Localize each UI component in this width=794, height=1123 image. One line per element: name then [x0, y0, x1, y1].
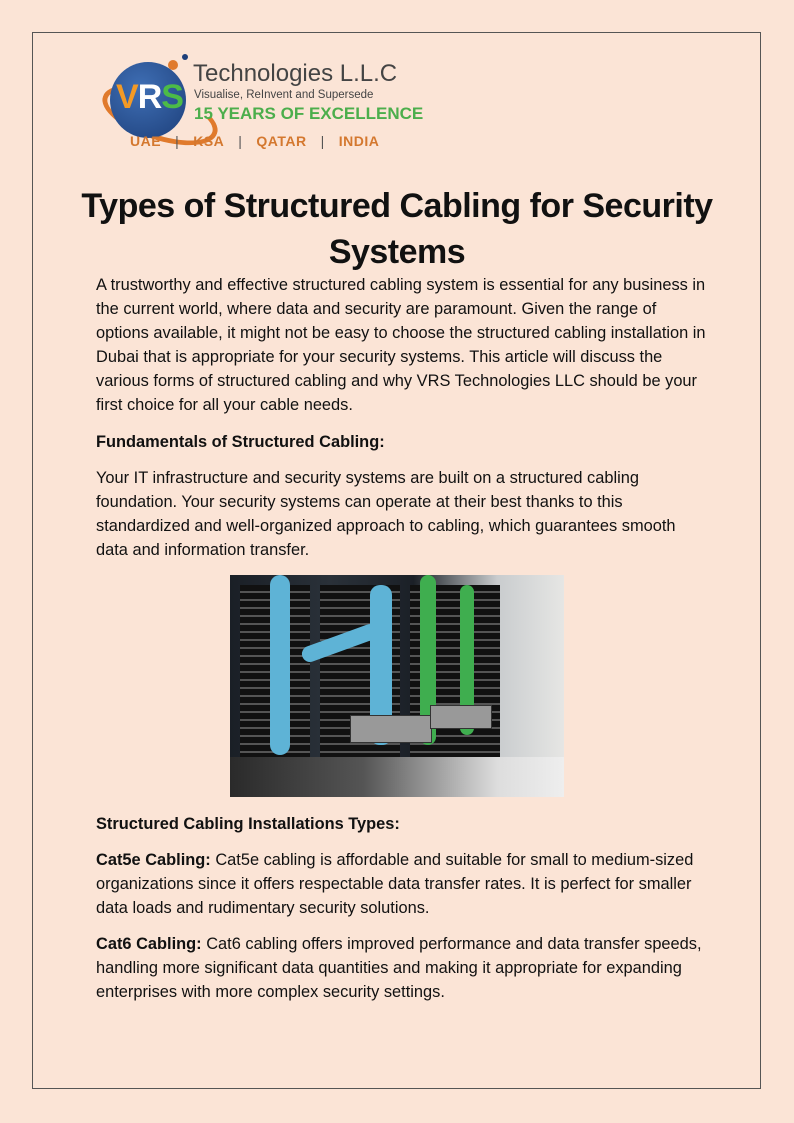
cabling-type-item: Cat5e Cabling: Cat5e cabling is affordab… — [96, 848, 706, 920]
item-label: Cat6 Cabling: — [96, 935, 202, 953]
floor — [230, 757, 564, 797]
section-heading: Structured Cabling Installations Types: — [96, 815, 400, 833]
cabling-type-item: Cat6 Cabling: Cat6 cabling offers improv… — [96, 932, 706, 1004]
logo-dot-icon — [182, 54, 188, 60]
logo-years: 15 YEARS OF EXCELLENCE — [194, 104, 424, 123]
cable-bundle — [270, 575, 290, 755]
cable-bundle — [460, 585, 474, 735]
network-switch — [350, 715, 432, 743]
item-label: Cat5e Cabling: — [96, 851, 211, 869]
cable-bundle — [370, 585, 392, 745]
logo-tagline: Visualise, ReInvent and Supersede — [194, 89, 374, 101]
logo-mark: VRS — [116, 78, 184, 116]
logo-globe-icon — [110, 62, 186, 138]
logo-brand: Technologies L.L.C — [193, 60, 398, 87]
section-heading: Fundamentals of Structured Cabling: — [96, 433, 385, 451]
page-border — [32, 32, 761, 1089]
item-text: Cat6 cabling offers improved performance… — [96, 935, 702, 1001]
network-switch — [430, 705, 492, 729]
page-title: Types of Structured Cabling for Security… — [81, 187, 713, 271]
region: QATAR — [256, 133, 307, 149]
company-logo: VRS Technologies L.L.C Visualise, ReInve… — [95, 54, 428, 158]
region: INDIA — [338, 133, 380, 149]
cable-bundle — [420, 575, 436, 745]
intro-text: A trustworthy and effective structured c… — [96, 276, 706, 414]
server-rack-photo — [230, 575, 564, 797]
section-paragraph: Your IT infrastructure and security syst… — [96, 469, 676, 559]
region: KSA — [193, 133, 225, 149]
intro-paragraph: A trustworthy and effective structured c… — [96, 273, 706, 417]
logo-dot-icon — [168, 60, 178, 70]
item-text: Cat5e cabling is affordable and suitable… — [96, 851, 694, 917]
region: UAE — [130, 133, 162, 149]
logo-regions: UAE|KSA|QATAR|INDIA — [130, 133, 380, 149]
